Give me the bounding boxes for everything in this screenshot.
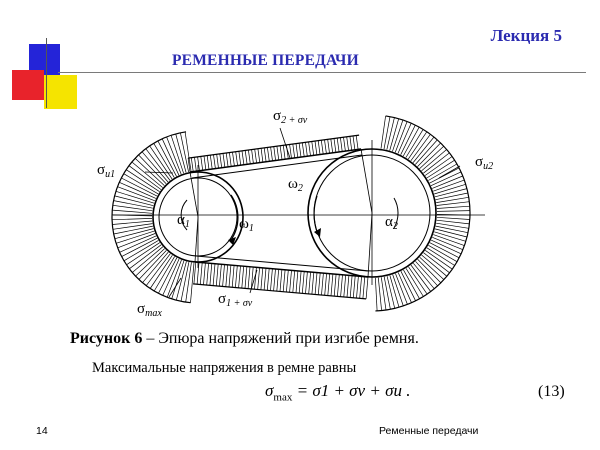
decor-blue-square [29,44,60,75]
belt-top-line [189,148,362,173]
caption-figure-number: Рисунок 6 [70,330,143,347]
label-sigma-u2: σu2 [475,154,493,172]
decor-red-square [12,70,44,100]
header-divider [58,72,586,73]
caption-text: – Эпюра напряжений при изгибе ремня. [142,330,419,347]
label-sigma-bottom: σ1 + σv [218,291,253,309]
omega1-arrow [230,194,239,241]
belt-bottom-line [194,261,369,278]
page-title: РЕМЕННЫЕ ПЕРЕДАЧИ [172,52,359,69]
decor-yellow-square [44,75,77,109]
equation-number: (13) [538,383,565,400]
label-alpha2: α2 [385,214,398,232]
label-sigma-max: σmax [137,301,162,319]
label-omega2: ω2 [288,176,303,194]
lecture-label: Лекция 5 [490,26,562,45]
label-omega1: ω1 [239,216,254,234]
stress-hatching [111,115,471,312]
max-stress-sentence: Максимальные напряжения в ремне равны [92,360,357,376]
formula-13: σmax = σ1 + σv + σu . [265,381,411,404]
belt-stress-diagram: σ2 + σv σu1 σu2 ω2 α1 ω1 α2 σ1 + σv σmax [97,108,493,319]
omega2-arrow [313,195,318,233]
page-number: 14 [36,425,48,437]
decor-gray-vertical [46,38,47,108]
label-sigma-top: σ2 + σv [273,108,308,126]
label-alpha1: α1 [177,212,190,230]
label-sigma-u1: σu1 [97,162,115,180]
figure-caption: Рисунок 6 – Эпюра напряжений при изгибе … [70,330,419,348]
footer-title: Ременные передачи [379,425,479,437]
